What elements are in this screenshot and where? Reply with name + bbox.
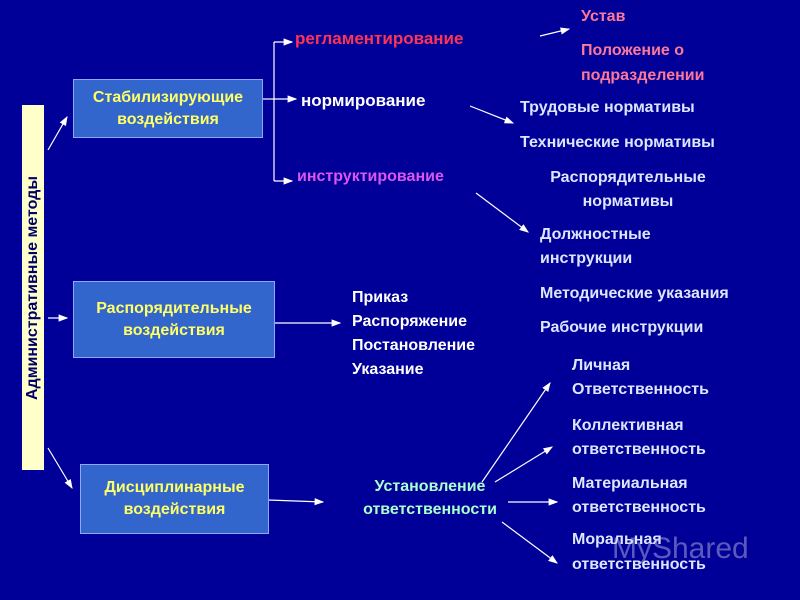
norm-item: нормативы — [582, 193, 674, 210]
discipline-center: Установление — [374, 478, 486, 495]
instr-item: инструкции — [540, 250, 633, 267]
normirovanie-label: нормирование — [301, 91, 426, 110]
admin-item: Распоряжение — [352, 313, 468, 330]
arrow — [267, 498, 325, 506]
box-line: воздействия — [123, 501, 226, 518]
arrow — [47, 115, 68, 151]
administrative-box: Распорядительные воздействия — [73, 281, 275, 358]
responsibility-item: ответственность — [572, 441, 706, 458]
vertical-title: Административные методы — [24, 175, 41, 400]
responsibility-item: Личная — [572, 357, 631, 374]
admin-item: Указание — [352, 361, 424, 378]
arrow — [475, 192, 529, 233]
norm-item: Распорядительные — [550, 169, 706, 186]
instrukt-label: инструктирование — [297, 168, 444, 185]
arrow — [494, 446, 554, 483]
reglament-item: Положение о — [581, 42, 685, 59]
norm-item: Трудовые нормативы — [520, 99, 695, 116]
box-line: воздействия — [123, 321, 225, 339]
instr-item: Рабочие инструкции — [540, 319, 704, 336]
box-line: Стабилизирующие — [92, 88, 244, 106]
instr-item: Должностные — [540, 226, 651, 243]
box-line: Распорядительные — [96, 299, 252, 317]
box-line: Дисциплинарные — [104, 479, 245, 496]
watermark-logo: MyShared — [612, 532, 749, 565]
reglament-label: регламентирование — [295, 29, 464, 48]
arrow — [539, 27, 571, 37]
responsibility-item: ответственность — [572, 499, 706, 516]
admin-item: Постановление — [352, 337, 476, 354]
instr-item: Методические указания — [540, 285, 729, 302]
box-line: воздействия — [117, 110, 219, 128]
arrow — [481, 382, 551, 483]
responsibility-item: Материальная — [572, 475, 688, 492]
responsibility-item: Ответственность — [572, 381, 709, 398]
reglament-item: подразделении — [581, 67, 705, 84]
norm-item: Технические нормативы — [520, 134, 715, 151]
arrow — [469, 105, 515, 124]
discipline-center: ответственности — [363, 501, 497, 518]
arrow — [501, 521, 558, 564]
arrow — [47, 447, 73, 490]
admin-item: Приказ — [352, 289, 409, 306]
responsibility-item: ответственность — [572, 556, 706, 573]
responsibility-item: Моральная — [572, 531, 662, 548]
stabilizing-box: Стабилизирующие воздействия — [73, 79, 263, 138]
disciplinary-box: Дисциплинарные воздействия — [80, 464, 269, 534]
reglament-item: Устав — [581, 8, 626, 25]
responsibility-item: Коллективная — [572, 417, 684, 434]
administrative-methods-bar: Административные методы — [22, 105, 44, 470]
